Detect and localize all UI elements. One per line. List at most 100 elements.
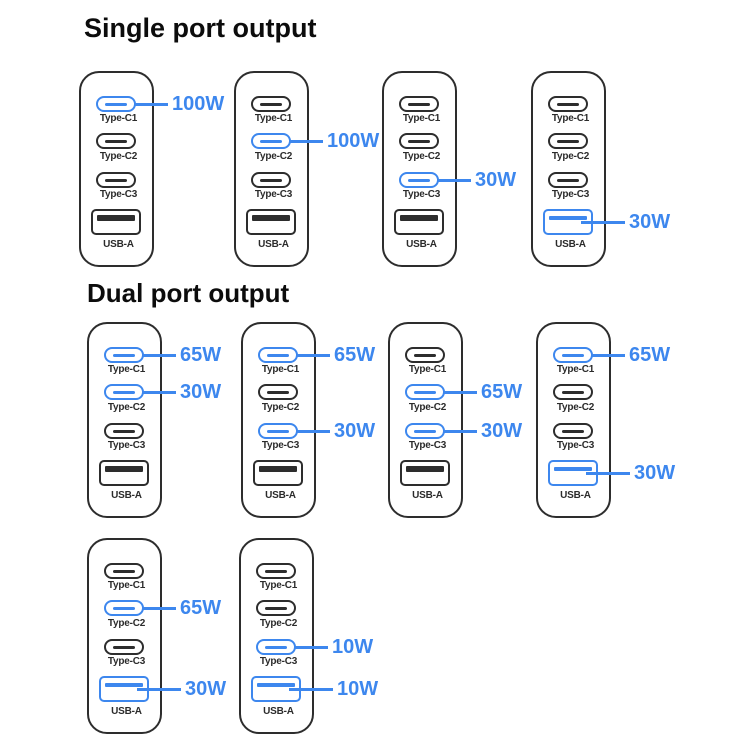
type-c3-port	[96, 172, 136, 188]
type-c1-port	[104, 347, 144, 363]
port-label-usb-a: USB-A	[258, 239, 289, 250]
type-c-pin-icon	[113, 569, 135, 573]
type-c-pin-icon	[408, 139, 430, 143]
usb-a-pin-icon	[257, 683, 295, 687]
port-label-type-c3: Type-C3	[408, 440, 447, 451]
usb-a-port	[394, 209, 444, 235]
type-c-pin-icon	[414, 429, 436, 433]
type-c-pin-icon	[105, 178, 127, 182]
watt-label: 65W	[334, 344, 376, 366]
type-c2-port	[399, 133, 439, 149]
leader-line	[142, 390, 176, 394]
port-label-type-c1: Type-C1	[254, 113, 293, 124]
port-label-type-c2: Type-C2	[551, 151, 590, 162]
section-title-dual-port: Dual port output	[87, 278, 290, 308]
port-label-type-c2: Type-C2	[556, 402, 595, 413]
type-c-pin-icon	[557, 102, 579, 106]
leader-line	[296, 429, 330, 433]
type-c3-port	[104, 639, 144, 655]
port-label-type-c3: Type-C3	[551, 189, 590, 200]
port-label-type-c3: Type-C3	[556, 440, 595, 451]
leader-line	[586, 471, 630, 475]
type-c-pin-icon	[408, 102, 430, 106]
type-c-pin-icon	[113, 645, 135, 649]
type-c-pin-icon	[105, 139, 127, 143]
type-c-pin-icon	[408, 178, 430, 182]
type-c3-port	[553, 423, 593, 439]
watt-annotation: 65W	[142, 598, 221, 618]
watt-annotation: 30W	[137, 679, 226, 699]
type-c1-port	[258, 347, 298, 363]
type-c1-port	[553, 347, 593, 363]
usb-a-pin-icon	[97, 215, 135, 221]
type-c-pin-icon	[414, 353, 436, 357]
type-c1-port	[405, 347, 445, 363]
watt-annotation: 30W	[586, 463, 675, 483]
type-c3-port	[251, 172, 291, 188]
charger-dual-c1-c3: 65W Type-C1 Type-C2 30W Type-C3 USB-A	[241, 322, 375, 518]
port-label-type-c1: Type-C1	[408, 364, 447, 375]
port-label-type-c3: Type-C3	[107, 440, 146, 451]
usb-a-pin-icon	[549, 216, 587, 220]
port-label-usb-a: USB-A	[265, 490, 296, 501]
watt-label: 65W	[629, 344, 671, 366]
watt-label: 30W	[634, 462, 676, 484]
type-c2-port	[96, 133, 136, 149]
usb-a-port	[253, 460, 303, 486]
port-label-type-c3: Type-C3	[107, 656, 146, 667]
type-c-pin-icon	[260, 139, 282, 143]
watt-annotation: 10W	[289, 679, 378, 699]
watt-annotation: 100W	[134, 94, 224, 114]
type-c2-port	[553, 384, 593, 400]
type-c-pin-icon	[260, 178, 282, 182]
port-label-type-c3: Type-C3	[259, 656, 298, 667]
usb-a-pin-icon	[105, 683, 143, 687]
type-c-pin-icon	[265, 569, 287, 573]
leader-line	[437, 178, 471, 182]
port-label-usb-a: USB-A	[103, 239, 134, 250]
type-c1-port	[104, 563, 144, 579]
type-c-pin-icon	[113, 353, 135, 357]
port-label-type-c2: Type-C2	[107, 402, 146, 413]
leader-line	[581, 220, 625, 224]
watt-annotation: 30W	[142, 382, 221, 402]
type-c1-port	[548, 96, 588, 112]
watt-label: 10W	[332, 636, 374, 658]
port-label-type-c1: Type-C1	[551, 113, 590, 124]
type-c3-port	[258, 423, 298, 439]
charger-single-c2: Type-C1 100W Type-C2 Type-C3 USB-A	[234, 71, 379, 267]
watt-annotation: 30W	[581, 212, 670, 232]
port-label-usb-a: USB-A	[406, 239, 437, 250]
port-label-type-c1: Type-C1	[107, 580, 146, 591]
watt-annotation: 65W	[296, 345, 375, 365]
leader-line	[137, 687, 181, 691]
watt-label: 65W	[180, 597, 222, 619]
type-c-pin-icon	[562, 429, 584, 433]
type-c3-port	[548, 172, 588, 188]
usb-a-pin-icon	[400, 215, 438, 221]
charger-dual-c1-usba: 65W Type-C1 Type-C2 Type-C3 30W USB-A	[536, 322, 675, 518]
charger-dual-c1-c2: 65W Type-C1 30W Type-C2 Type-C3 USB-A	[87, 322, 221, 518]
charger-dual-c2-usba: Type-C1 65W Type-C2 Type-C3 30W USB-A	[87, 538, 226, 734]
port-label-usb-a: USB-A	[560, 490, 591, 501]
leader-line	[294, 645, 328, 649]
leader-line	[296, 353, 330, 357]
type-c2-port	[405, 384, 445, 400]
type-c-pin-icon	[557, 139, 579, 143]
port-label-type-c2: Type-C2	[107, 618, 146, 629]
usb-a-pin-icon	[252, 215, 290, 221]
leader-line	[134, 102, 168, 106]
type-c-pin-icon	[113, 390, 135, 394]
type-c-pin-icon	[267, 429, 289, 433]
port-label-type-c2: Type-C2	[261, 402, 300, 413]
type-c-pin-icon	[562, 390, 584, 394]
type-c2-port	[258, 384, 298, 400]
leader-line	[443, 429, 477, 433]
port-label-type-c2: Type-C2	[402, 151, 441, 162]
leader-line	[142, 353, 176, 357]
type-c-pin-icon	[265, 645, 287, 649]
type-c-pin-icon	[113, 429, 135, 433]
usb-a-pin-icon	[259, 466, 297, 472]
usb-a-port	[548, 460, 598, 486]
